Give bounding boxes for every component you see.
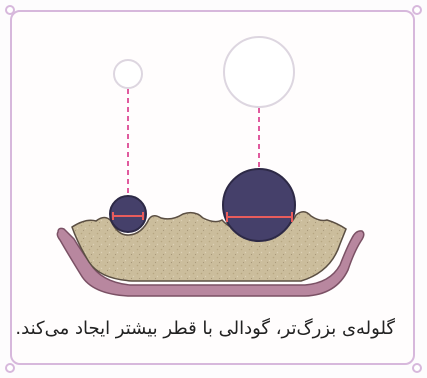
large-ball: [223, 169, 295, 241]
small-ball: [110, 196, 146, 232]
diagram-caption: گلوله‌ی بزرگ‌تر، گودالی با قطر بیشتر ایج…: [30, 317, 395, 341]
large-ball-start-ghost: [224, 37, 294, 107]
small-ball-start-ghost: [114, 60, 142, 88]
